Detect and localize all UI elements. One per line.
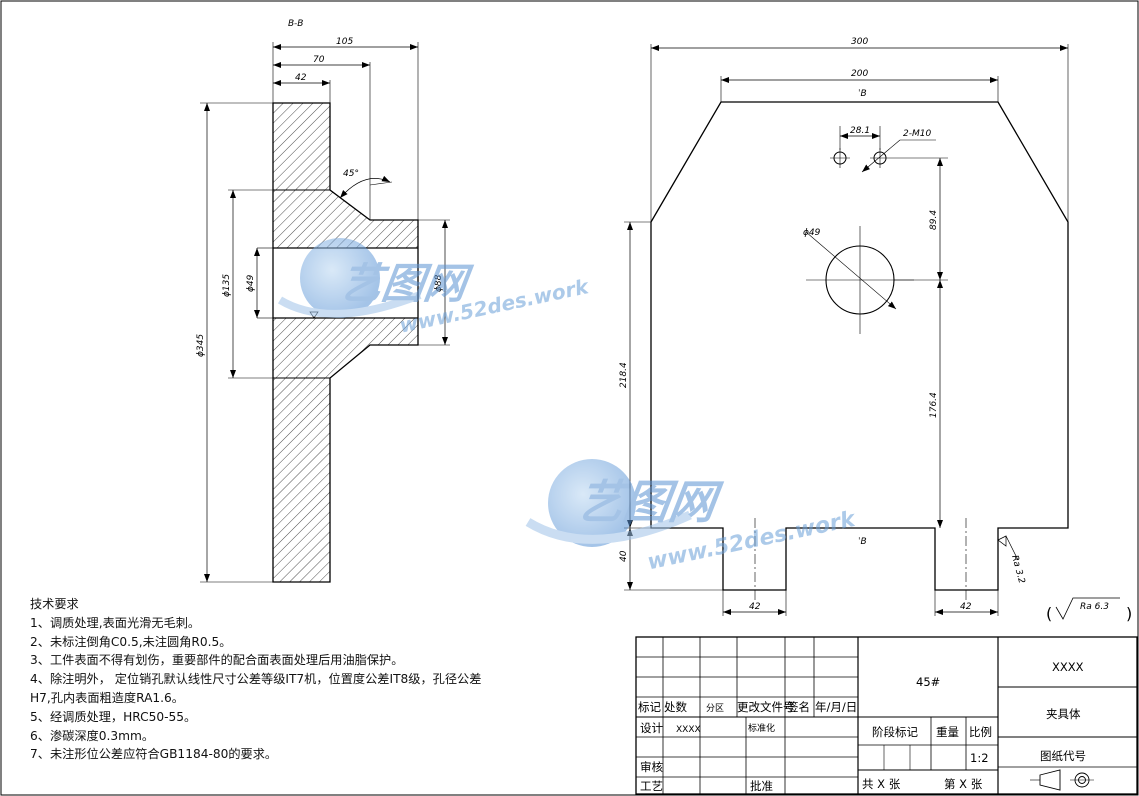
- tech-item-4: 4、除注明外， 定位销孔默认线性尺寸公差等级IT7机，位置度公差IT8级，孔径公…: [30, 672, 482, 687]
- dim-40: 40: [619, 550, 629, 562]
- dim-42: 42: [295, 73, 307, 83]
- svg-text:艺图网: 艺图网: [574, 475, 726, 529]
- tech-item-6: 6、渗碳深度0.3mm。: [30, 728, 155, 743]
- dim-300: 300: [851, 37, 868, 47]
- tb-count: 处数: [664, 700, 687, 714]
- dim-phi49-right: ϕ49: [803, 228, 821, 238]
- tb-review: 审核: [640, 760, 663, 774]
- dim-phi135: ϕ135: [222, 274, 232, 297]
- dim-89-4: 89.4: [929, 210, 939, 230]
- title-block: [635, 636, 1138, 795]
- dim-phi345: ϕ345: [196, 334, 206, 357]
- tb-scale-label: 比例: [969, 725, 992, 739]
- dim-70: 70: [313, 55, 325, 65]
- tech-item-7: 7、未注形位公差应符合GB1184-80的要求。: [30, 747, 278, 762]
- projection-symbol-icon: [1039, 769, 1061, 791]
- dim-218-4: 218.4: [619, 362, 629, 388]
- dim-28-1: 28.1: [850, 126, 870, 136]
- tb-sign: 签名: [787, 700, 810, 714]
- dim-176-4: 176.4: [929, 392, 939, 418]
- watermark-2: 艺图网 www.52des.work: [525, 459, 859, 575]
- svg-text:(: (: [1046, 604, 1052, 623]
- tb-sheets-total: 共 X 张: [862, 777, 901, 791]
- dim-200: 200: [851, 69, 868, 79]
- tb-drawing-code: 图纸代号: [1040, 749, 1086, 763]
- section-mark-top: ˈB: [858, 89, 867, 99]
- tb-process: 工艺: [640, 779, 663, 793]
- section-label: B-B: [288, 19, 303, 29]
- dim-42-left-leg: 42: [749, 602, 761, 612]
- label-2-m10: 2-M10: [903, 129, 931, 139]
- tb-change-doc: 更改文件号: [737, 700, 795, 714]
- tech-item-1: 1、调质处理,表面光滑无毛刺。: [30, 615, 201, 630]
- svg-text:): ): [1126, 604, 1132, 623]
- tb-design-value: XXXX: [676, 725, 701, 735]
- roughness-symbol-ra32: [997, 535, 1019, 561]
- tech-item-3: 3、工件表面不得有划伤，重要部件的配合面表面处理后用油脂保护。: [30, 653, 404, 668]
- title-block-text: 标记 处数 分区 更改文件号 签名 年/月/日 设计 XXXX 标准化 审核 工…: [638, 660, 1086, 793]
- tb-approve: 批准: [750, 779, 773, 793]
- svg-text:Ra 6.3: Ra 6.3: [1080, 602, 1109, 612]
- tb-zone: 分区: [706, 703, 724, 714]
- tb-date: 年/月/日: [815, 700, 857, 714]
- tech-item-2: 2、未标注倒角C0.5,未注圆角R0.5。: [30, 634, 232, 649]
- dim-phi49-left: ϕ49: [246, 274, 256, 292]
- tb-stage-mark: 阶段标记: [872, 725, 918, 739]
- roughness-ra32: Ra 3.2: [1009, 554, 1026, 585]
- svg-text:艺图网: 艺图网: [337, 259, 476, 308]
- tb-mark: 标记: [638, 700, 661, 714]
- tb-company: XXXX: [1052, 660, 1084, 674]
- tb-scale-value: 1:2: [970, 751, 989, 765]
- general-roughness-note: ( Ra 6.3 ): [1046, 597, 1132, 623]
- technical-requirements: 技术要求 1、调质处理,表面光滑无毛刺。 2、未标注倒角C0.5,未注圆角R0.…: [30, 595, 570, 764]
- threaded-holes: [830, 148, 890, 168]
- tb-material: 45#: [916, 675, 940, 689]
- dim-105: 105: [336, 37, 353, 47]
- dim-phi88: ϕ88: [434, 274, 444, 292]
- tb-standardize: 标准化: [748, 722, 775, 734]
- tech-item-5: 5、经调质处理，HRC50-55。: [30, 709, 197, 724]
- tech-title: 技术要求: [30, 597, 79, 611]
- tb-design: 设计: [640, 721, 663, 735]
- section-mark-bottom: ˈB: [858, 537, 867, 547]
- tech-item-4-cont: H7,孔内表面粗造度RA1.6。: [30, 690, 184, 705]
- dim-42-right-leg: 42: [960, 602, 972, 612]
- tb-weight: 重量: [936, 725, 959, 739]
- part-outline-front: [650, 101, 1069, 591]
- front-view: 300 200 ˈB ˈB 28.1 2-M10 ϕ49: [619, 37, 1132, 623]
- dim-angle: 45°: [343, 169, 359, 179]
- tb-sheet-no: 第 X 张: [944, 777, 983, 791]
- tb-part-name: 夹具体: [1046, 707, 1081, 721]
